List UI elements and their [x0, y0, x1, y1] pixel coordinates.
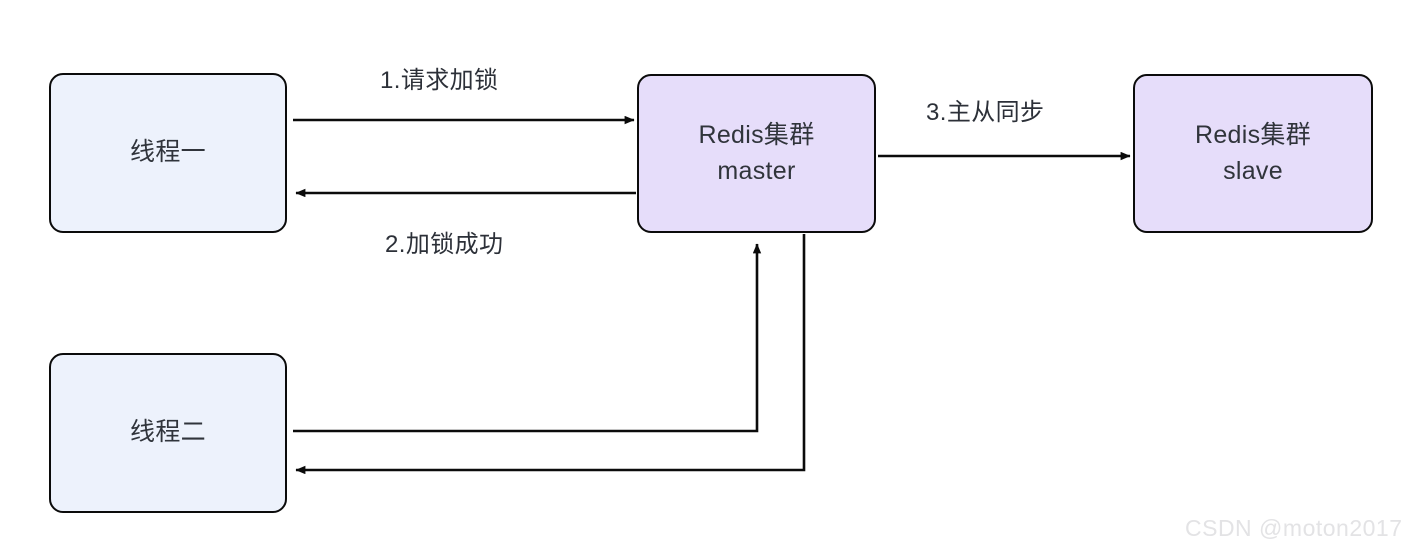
node-redis-master-label-line1: Redis集群	[698, 121, 815, 149]
node-thread-one-label: 线程一	[130, 138, 206, 167]
csdn-watermark: CSDN @moton2017	[1185, 515, 1403, 541]
node-redis-slave-label-line1: Redis集群	[1194, 121, 1312, 149]
node-redis-slave-label-line2: slave	[1223, 156, 1283, 185]
edge-thread-two-response	[295, 234, 806, 475]
node-thread-one[interactable]: 线程一	[49, 73, 287, 233]
edge-thread-two-request	[293, 243, 762, 433]
node-thread-two[interactable]: 线程二	[49, 353, 287, 513]
edge-label-request-lock: 1.请求加锁	[380, 67, 499, 94]
node-redis-slave[interactable]: Redis集群 slave	[1133, 74, 1373, 233]
node-thread-two-label: 线程二	[130, 418, 206, 447]
edge-label-lock-success: 2.加锁成功	[385, 231, 504, 258]
node-redis-master[interactable]: Redis集群 master	[637, 74, 876, 233]
edge-label-master-slave-sync: 3.主从同步	[926, 99, 1045, 126]
node-redis-master-label-line2: master	[717, 156, 796, 185]
